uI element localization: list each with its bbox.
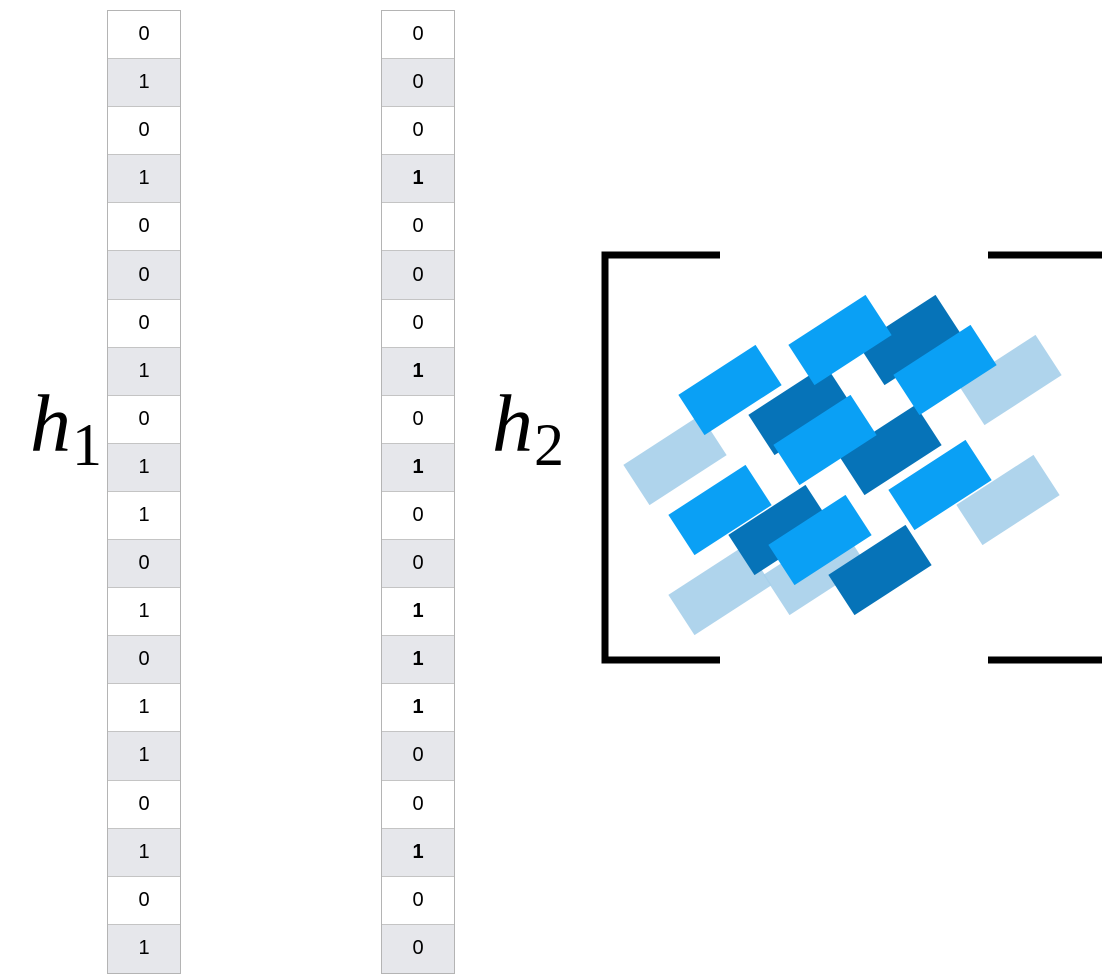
vector-cell: 0 <box>382 924 454 973</box>
tile-dark <box>828 524 932 616</box>
vector-cell: 1 <box>382 636 454 685</box>
vector-cell: 0 <box>108 877 180 925</box>
tile-dark <box>728 484 832 576</box>
vector-cell: 0 <box>108 203 180 252</box>
vector-cell: 1 <box>382 347 454 396</box>
vector-cell: 0 <box>382 59 454 108</box>
tile-dark <box>858 294 962 386</box>
tile-light <box>668 544 772 636</box>
vector-cell: 0 <box>382 781 454 829</box>
vector-cell: 0 <box>382 203 454 252</box>
vector-cell: 0 <box>382 492 454 541</box>
vector-cell: 0 <box>108 107 180 156</box>
dense-matrix-figure <box>601 251 1102 664</box>
vector-cell: 1 <box>108 492 180 541</box>
vector-cell: 0 <box>382 540 454 589</box>
vector-cell: 0 <box>108 11 180 60</box>
vector-cell: 1 <box>382 443 454 492</box>
vector-cell: 0 <box>108 540 180 589</box>
vector-cell: 1 <box>108 155 180 204</box>
vector-cell: 1 <box>108 924 180 973</box>
h1-label-subscript: 1 <box>72 412 102 478</box>
vector-cell: 1 <box>108 732 180 781</box>
tile-bright <box>773 394 877 486</box>
tile-bright <box>893 324 997 416</box>
vector-cell: 1 <box>108 828 180 877</box>
tile-light <box>956 454 1060 546</box>
tile-dark <box>748 364 852 456</box>
h2-label: h2 <box>492 383 564 476</box>
right-bracket <box>988 251 1102 664</box>
vector-cell: 1 <box>108 443 180 492</box>
vector-cell: 0 <box>108 636 180 685</box>
vector-cell: 0 <box>382 300 454 348</box>
h2-label-subscript: 2 <box>534 412 564 478</box>
left-bracket <box>601 251 720 664</box>
tile-light <box>623 414 727 506</box>
tile-bright <box>788 294 892 386</box>
vector-cell: 1 <box>108 59 180 108</box>
vector-cell: 0 <box>108 251 180 300</box>
h1-label-base: h <box>30 378 71 469</box>
vector-cell: 1 <box>108 347 180 396</box>
woven-tiles <box>623 294 1062 636</box>
vector-cell: 0 <box>108 300 180 348</box>
tile-light <box>958 334 1062 426</box>
vector-cell: 1 <box>382 684 454 733</box>
vector-cell: 1 <box>382 588 454 637</box>
tile-bright <box>668 464 772 556</box>
vector-cell: 1 <box>108 684 180 733</box>
vector-cell: 0 <box>382 107 454 156</box>
tile-bright <box>678 344 782 436</box>
vector-cell: 0 <box>382 877 454 925</box>
tile-dark <box>838 404 942 496</box>
vector-cell: 0 <box>382 11 454 60</box>
h2-label-base: h <box>492 378 533 469</box>
vector-cell: 0 <box>382 251 454 300</box>
vector-cell: 0 <box>382 732 454 781</box>
h1-label: h1 <box>30 383 102 476</box>
vector-cell: 1 <box>382 828 454 877</box>
vector-cell: 0 <box>382 396 454 444</box>
vector-cell: 0 <box>108 396 180 444</box>
vector-cell: 0 <box>108 781 180 829</box>
tile-bright <box>888 439 992 531</box>
vector-cell: 1 <box>108 588 180 637</box>
tile-bright <box>768 494 872 586</box>
vector-cell: 1 <box>382 155 454 204</box>
